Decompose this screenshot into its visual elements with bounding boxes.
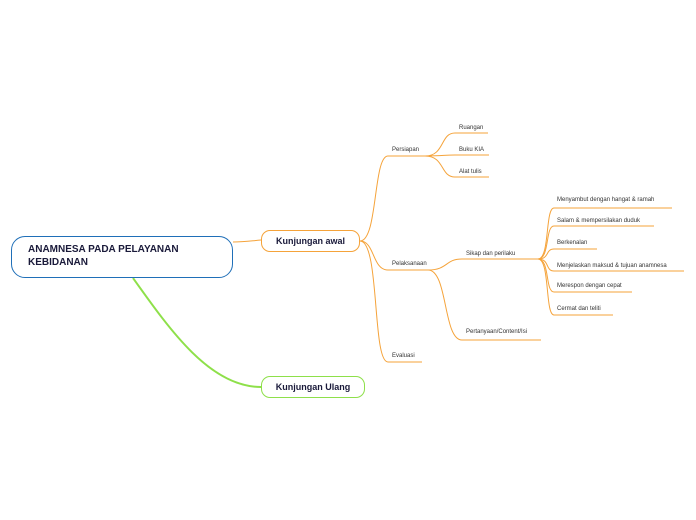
connector-sikap-1 (537, 207, 672, 260)
connector-pelaksanaan-pertanyaan (427, 269, 541, 341)
connector-awal-pelaksanaan (359, 240, 428, 271)
connector-awal-persiapan (359, 155, 425, 242)
subtopic-evaluasi[interactable]: Evaluasi (392, 353, 415, 359)
connector-persiapan-ruangan (424, 132, 488, 157)
item-alat-tulis[interactable]: Alat tulis (459, 169, 482, 175)
topic-kunjungan-ulang[interactable]: Kunjungan Ulang (261, 376, 365, 398)
item-menyambut[interactable]: Menyambut dengan hangat & ramah (557, 197, 655, 203)
connector-sikap-3 (537, 248, 597, 260)
item-buku-kia[interactable]: Buku KIA (459, 147, 485, 153)
connector-persiapan-bukukia (424, 154, 489, 157)
connector-sikap-6 (537, 258, 613, 316)
subtopic-pertanyaan[interactable]: Pertanyaan/Content/Isi (466, 329, 528, 335)
connector-pelaksanaan-sikap (427, 258, 538, 271)
subtopic-persiapan[interactable]: Persiapan (392, 147, 420, 153)
connector-root-ulang (132, 277, 262, 388)
connector-sikap-2 (537, 225, 654, 260)
subtopic-pelaksanaan[interactable]: Pelaksanaan (392, 261, 427, 267)
item-salam[interactable]: Salam & mempersilakan duduk (557, 218, 641, 224)
connector-root-awal (232, 239, 262, 243)
item-menjelaskan[interactable]: Menjelaskan maksud & tujuan anamnesa (557, 263, 667, 269)
item-merespon[interactable]: Merespon dengan cepat (557, 283, 622, 289)
item-cermat[interactable]: Cermat dan teliti (557, 306, 601, 312)
connector-persiapan-alattulis (424, 155, 489, 178)
root-topic[interactable]: ANAMNESA PADA PELAYANAN KEBIDANAN (11, 236, 233, 278)
item-berkenalan[interactable]: Berkenalan (557, 240, 588, 246)
subtopic-sikap-dan-perilaku[interactable]: Sikap dan perilaku (466, 251, 516, 257)
connector-awal-evaluasi (359, 240, 422, 363)
item-ruangan[interactable]: Ruangan (459, 125, 484, 131)
topic-kunjungan-awal[interactable]: Kunjungan awal (261, 230, 360, 252)
